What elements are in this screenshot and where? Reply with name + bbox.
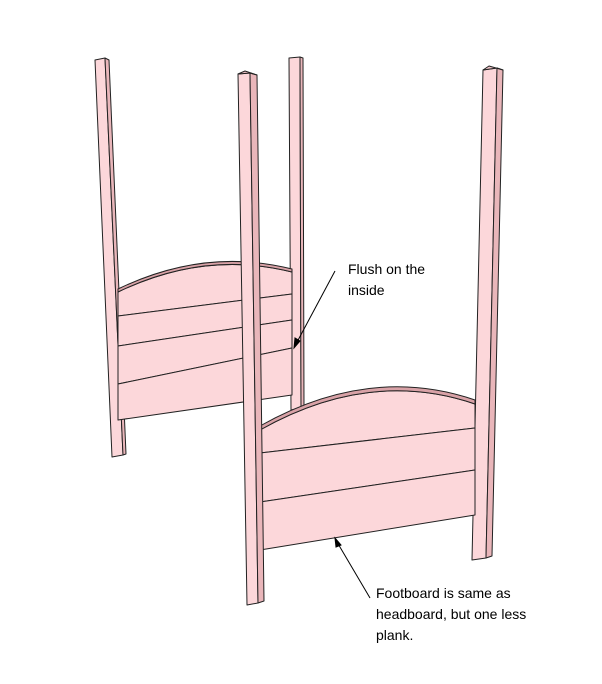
footboard-top-edge [259, 386, 476, 431]
flush-inside-annotation: Flush on the inside [348, 261, 426, 298]
flush-leader-line [295, 270, 336, 345]
headboard [94, 56, 305, 458]
footboard [237, 65, 504, 606]
footboard-right-post [471, 65, 504, 561]
footboard-left-post [237, 70, 265, 606]
footboard-leader-arrowhead [334, 536, 342, 548]
footboard-leader-line [336, 541, 371, 599]
headboard-top-edge [117, 260, 293, 293]
footboard-annotation: Footboard is same as headboard, but one … [376, 585, 527, 643]
flush-leader-arrowhead [293, 337, 301, 350]
callout-leaders [293, 270, 371, 599]
